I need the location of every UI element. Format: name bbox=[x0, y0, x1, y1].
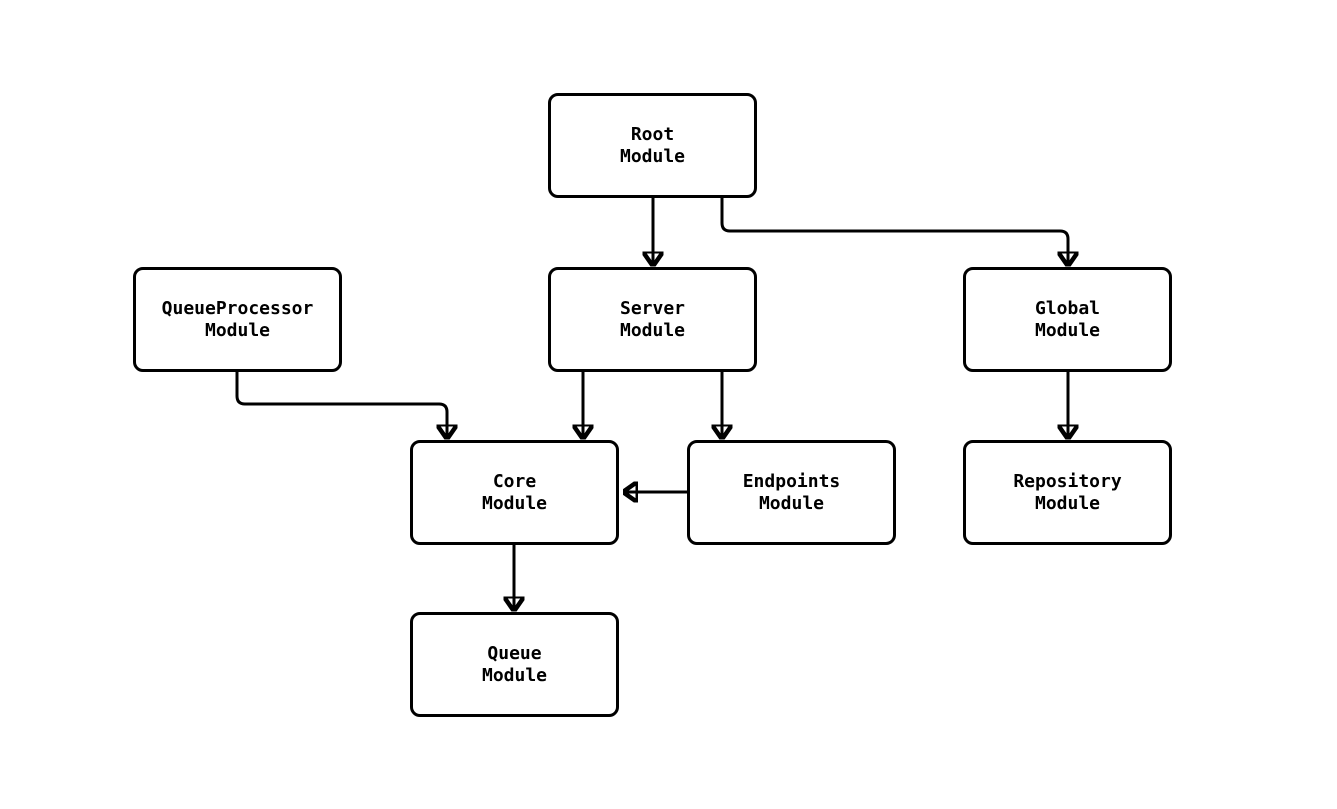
node-global-module-label: Global Module bbox=[1034, 297, 1101, 341]
node-queueprocessor-module-label: QueueProcessor Module bbox=[161, 297, 314, 341]
node-queue-module-label: Queue Module bbox=[481, 642, 548, 686]
node-endpoints-module-label: Endpoints Module bbox=[742, 470, 841, 514]
node-root-module: Root Module bbox=[548, 93, 757, 198]
node-queueprocessor-module: QueueProcessor Module bbox=[133, 267, 342, 372]
node-queue-module: Queue Module bbox=[410, 612, 619, 717]
node-server-module: Server Module bbox=[548, 267, 757, 372]
node-repository-module: Repository Module bbox=[963, 440, 1172, 545]
node-global-module: Global Module bbox=[963, 267, 1172, 372]
node-repository-module-label: Repository Module bbox=[1013, 470, 1122, 514]
node-core-module: Core Module bbox=[410, 440, 619, 545]
edge-queueprocessor-to-core bbox=[235, 372, 447, 437]
edge-root-to-global bbox=[720, 198, 1068, 264]
node-endpoints-module: Endpoints Module bbox=[687, 440, 896, 545]
node-server-module-label: Server Module bbox=[619, 297, 686, 341]
node-root-module-label: Root Module bbox=[619, 123, 686, 167]
node-core-module-label: Core Module bbox=[481, 470, 548, 514]
